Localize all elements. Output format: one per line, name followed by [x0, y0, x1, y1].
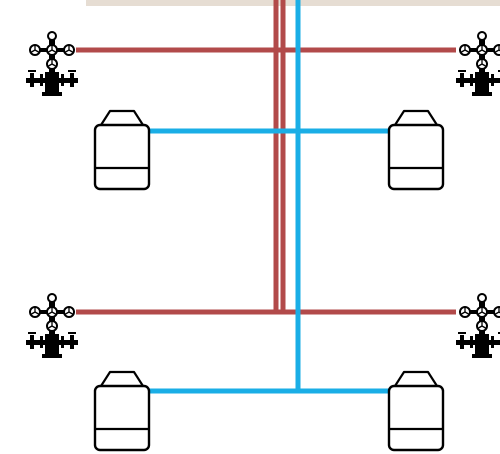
- wellhead-icon: [25, 293, 79, 359]
- storage-tank-icon: [93, 109, 151, 191]
- storage-tank-icon: [387, 109, 445, 191]
- storage-tank-icon: [387, 370, 445, 452]
- top-bar: [86, 0, 500, 6]
- wellhead-icon: [455, 293, 500, 359]
- wellhead-icon: [455, 31, 500, 97]
- wellhead-icon: [25, 31, 79, 97]
- storage-tank-icon: [93, 370, 151, 452]
